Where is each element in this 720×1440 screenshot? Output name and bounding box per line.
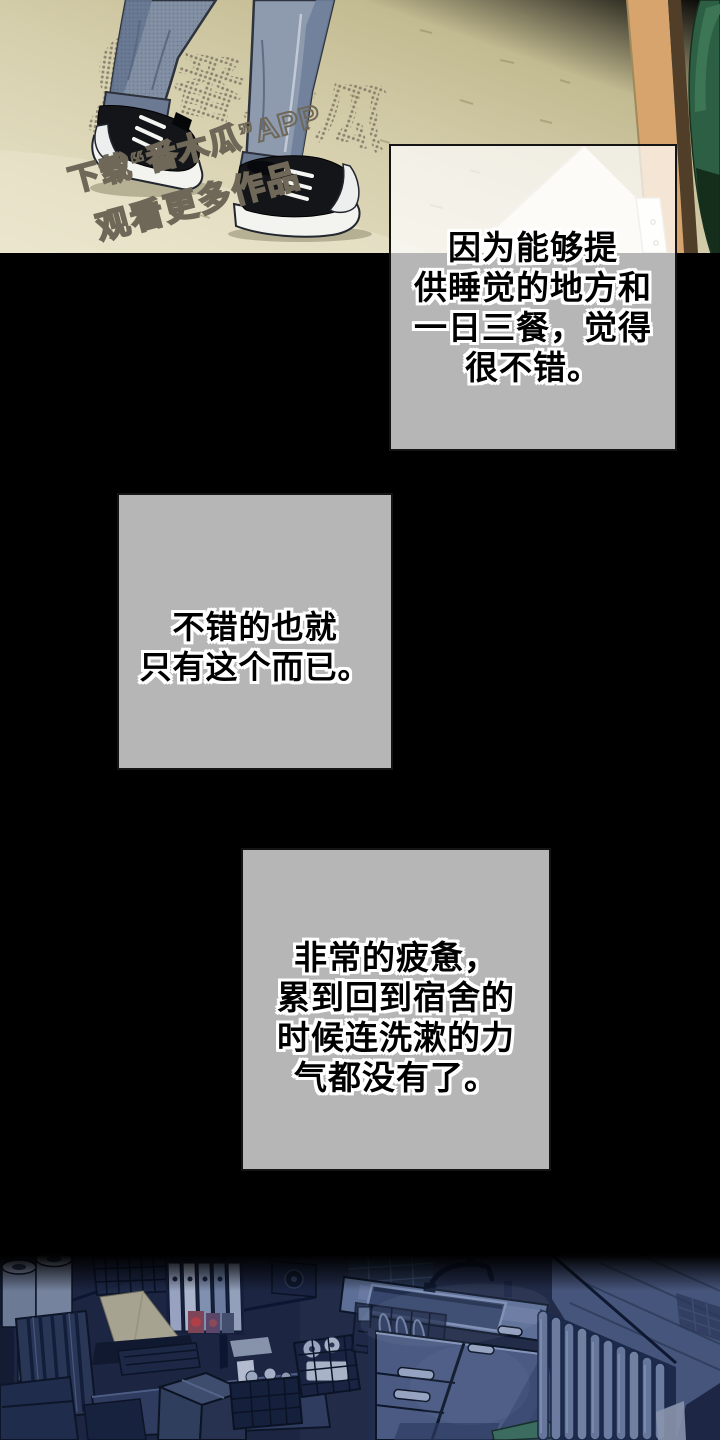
bottle-crate bbox=[228, 1358, 304, 1431]
speech-line: 不错的也就 bbox=[172, 609, 338, 645]
speech-line: 很不错。 bbox=[465, 349, 601, 386]
panel-top-fade bbox=[0, 1255, 720, 1291]
top-comic-panel: 番木瓜 bbox=[0, 0, 720, 253]
floor-boxes bbox=[0, 1375, 147, 1440]
speech-box-2: 不错的也就 只有这个而已。 bbox=[117, 493, 393, 770]
radiator bbox=[537, 1309, 686, 1440]
speech-line: 一日三餐，觉得 bbox=[414, 309, 652, 346]
speech-box-3: 非常的疲惫， 累到回到宿舍的 时候连洗漱的力 气都没有了。 bbox=[241, 848, 551, 1171]
left-shoe bbox=[90, 105, 214, 197]
speech-line: 供睡觉的地方和 bbox=[414, 269, 652, 306]
bottom-comic-panel bbox=[0, 1255, 720, 1440]
speech-line: 因为能够提 bbox=[448, 229, 618, 266]
top-scene-illustration: 番木瓜 bbox=[0, 0, 720, 253]
sink-cabinet bbox=[368, 1325, 550, 1440]
speech-line: 只有这个而已。 bbox=[139, 649, 371, 685]
kitchen-night-illustration bbox=[0, 1255, 720, 1440]
leaning-paper bbox=[92, 1290, 201, 1376]
speech-box-1: 因为能够提 供睡觉的地方和 一日三餐，觉得 很不错。 bbox=[389, 144, 677, 451]
speech-line: 气都没有了。 bbox=[294, 1059, 498, 1096]
towel-basket bbox=[292, 1333, 362, 1399]
green-object bbox=[688, 0, 720, 253]
speech-line: 非常的疲惫， bbox=[294, 939, 498, 976]
speech-line: 累到回到宿舍的 bbox=[277, 979, 515, 1016]
right-shoe bbox=[228, 155, 372, 242]
speech-line: 时候连洗漱的力 bbox=[277, 1019, 515, 1056]
